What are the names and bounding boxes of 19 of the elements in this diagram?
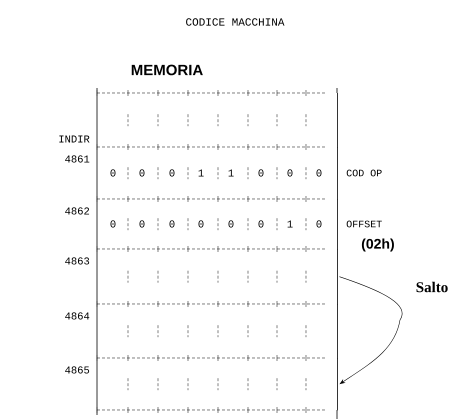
memory-cell: 0 0 0 1 1 0 0 0: [96, 146, 338, 200]
address-label: 4864: [65, 312, 90, 320]
cell-note: (02h): [362, 238, 394, 252]
cell-note: COD OP: [346, 170, 382, 176]
memory-cell: [96, 248, 338, 305]
title: CODICE MACCHINA: [186, 18, 284, 26]
address-label: 4863: [65, 257, 90, 265]
jump-arrow: [339, 276, 402, 384]
address-label: 4865: [65, 366, 90, 374]
memory-cell: [96, 92, 338, 148]
column-heading: INDIR: [59, 136, 90, 142]
memory-cell: [96, 304, 338, 359]
address-label: 4862: [65, 207, 90, 215]
address-label: 4861: [65, 155, 90, 163]
memory-cell: [96, 358, 338, 411]
cell-note: OFFSET: [346, 220, 382, 228]
memory-heading: MEMORIA: [132, 64, 203, 76]
edge-label: Salto: [414, 280, 450, 294]
memory-cell: 0 0 0 0 0 0 1 0: [96, 198, 338, 250]
